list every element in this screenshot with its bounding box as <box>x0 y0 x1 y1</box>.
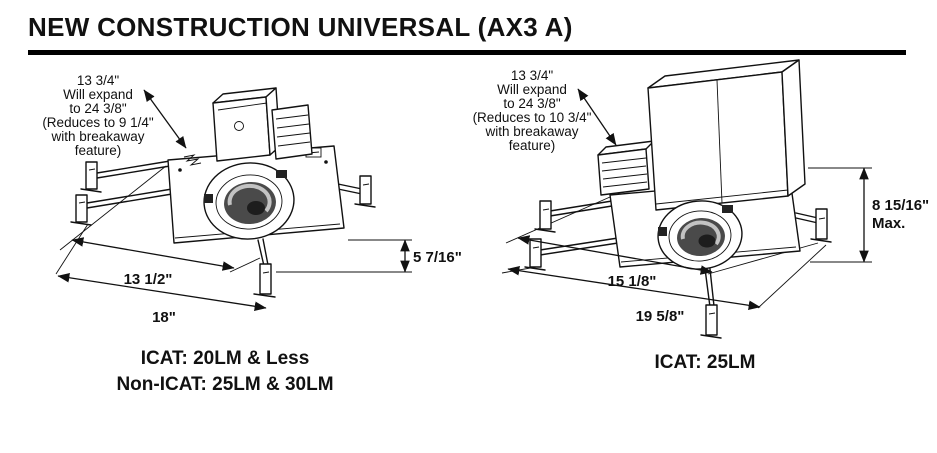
width-dimensions: 15 1/8" 19 5/8" <box>507 235 761 325</box>
outer-width-dim-label: 19 5/8" <box>636 308 685 325</box>
expansion-dimension-arrow <box>577 88 617 146</box>
height-dim-label: 5 7/16" <box>413 249 462 266</box>
page-title: NEW CONSTRUCTION UNIVERSAL (AX3 A) <box>28 12 573 42</box>
expansion-note-line: feature) <box>509 138 556 153</box>
expansion-dimension-arrow <box>143 89 187 149</box>
expansion-note: 13 3/4" Will expand to 24 3/8" (Reduces … <box>42 73 154 158</box>
title-underline <box>28 50 906 55</box>
expansion-note-line: Will expand <box>63 87 133 102</box>
light-aperture <box>203 162 295 240</box>
expansion-note-line: (Reduces to 10 3/4" <box>473 110 592 125</box>
caption-line: ICAT: 25LM <box>654 352 756 373</box>
figure-left-drawing: 13 3/4" Will expand to 24 3/8" (Reduces … <box>42 73 462 326</box>
height-dim-label: 8 15/16" <box>872 197 929 214</box>
expansion-note-line: to 24 3/8" <box>69 101 127 116</box>
driver-box <box>271 104 313 160</box>
width-dimensions: 13 1/2" 18" <box>57 237 267 326</box>
expansion-note-line: (Reduces to 9 1/4" <box>42 115 154 130</box>
housing-box <box>647 59 806 211</box>
expansion-note-line: 13 3/4" <box>77 73 120 88</box>
expansion-note-line: Will expand <box>497 82 567 97</box>
expansion-note-line: feature) <box>75 143 122 158</box>
expansion-note-line: to 24 3/8" <box>503 96 561 111</box>
figure-right-caption: ICAT: 25LM <box>555 350 855 376</box>
caption-line: Non-ICAT: 25LM & 30LM <box>116 373 334 395</box>
height-dimension: 5 7/16" <box>276 239 462 273</box>
expansion-note-line: with breakaway <box>484 124 578 139</box>
height-dimension: 8 15/16" Max. <box>808 167 929 263</box>
outer-width-dim-label: 18" <box>152 309 176 326</box>
height-dim-note: Max. <box>872 215 905 232</box>
expansion-note: 13 3/4" Will expand to 24 3/8" (Reduces … <box>473 68 592 153</box>
expansion-note-line: 13 3/4" <box>511 68 554 83</box>
caption-line: ICAT: 20LM & Less <box>140 348 310 369</box>
inner-width-dim-label: 13 1/2" <box>124 271 173 288</box>
figure-left-caption: ICAT: 20LM & Less Non-ICAT: 25LM & 30LM <box>30 346 420 397</box>
junction-box <box>597 140 655 196</box>
figure-right-drawing: 13 3/4" Will expand to 24 3/8" (Reduces … <box>473 59 929 339</box>
hanger-bars <box>86 160 363 267</box>
expansion-note-line: with breakaway <box>50 129 144 144</box>
junction-box <box>212 87 281 162</box>
